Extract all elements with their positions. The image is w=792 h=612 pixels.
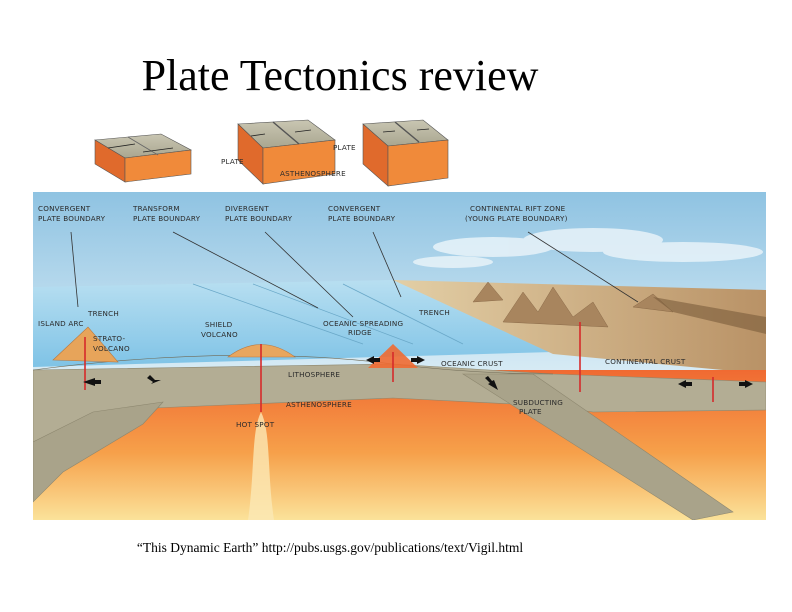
label-continental-crust: CONTINENTAL CRUST	[605, 357, 686, 366]
plate-motion-arrows	[83, 356, 753, 390]
label-oceanic-ridge-b: RIDGE	[348, 328, 372, 337]
label-transform-b: PLATE BOUNDARY	[133, 214, 201, 223]
ocean	[33, 280, 553, 367]
label-strato-volcano-a: STRATO-	[93, 334, 125, 343]
label-rift-b: (YOUNG PLATE BOUNDARY)	[465, 214, 568, 223]
label-trench-right: TRENCH	[418, 308, 450, 317]
label-lithosphere: LITHOSPHERE	[288, 370, 340, 379]
label-strato-volcano-b: VOLCANO	[93, 344, 130, 353]
inset-convergent-block	[362, 119, 449, 187]
label-shield-volcano-a: SHIELD	[205, 320, 233, 329]
label-divergent-a: DIVERGENT	[225, 204, 269, 213]
slide-title: Plate Tectonics review	[141, 51, 539, 100]
plate-tectonics-diagram: PLATE PLATE ASTHENOSPHERE	[33, 112, 766, 520]
label-convergent-2-a: CONVERGENT	[328, 204, 381, 213]
inset-divergent-block: PLATE PLATE ASTHENOSPHERE	[221, 119, 356, 185]
mantle-plume	[248, 412, 274, 520]
label-hot-spot: HOT SPOT	[236, 420, 275, 429]
label-subducting-plate-a: SUBDUCTING	[513, 398, 563, 407]
label-convergent-1-a: CONVERGENT	[38, 204, 91, 213]
label-transform-a: TRANSFORM	[132, 204, 180, 213]
inset-plate-left-label: PLATE	[221, 157, 244, 166]
label-rift-a: CONTINENTAL RIFT ZONE	[470, 204, 566, 213]
label-oceanic-ridge-a: OCEANIC SPREADING	[323, 319, 403, 328]
label-asthenosphere: ASTHENOSPHERE	[286, 400, 352, 409]
mountains	[472, 281, 674, 328]
label-convergent-2-b: PLATE BOUNDARY	[328, 214, 396, 223]
source-caption: “This Dynamic Earth” http://pubs.usgs.go…	[136, 540, 524, 555]
clouds	[413, 228, 763, 268]
label-subducting-plate-b: PLATE	[519, 407, 542, 416]
label-divergent-b: PLATE BOUNDARY	[225, 214, 293, 223]
label-convergent-1-b: PLATE BOUNDARY	[38, 214, 106, 223]
inset-transform-block	[94, 133, 192, 183]
subducting-slab	[461, 373, 734, 520]
label-oceanic-crust: OCEANIC CRUST	[441, 359, 503, 368]
label-trench-left: TRENCH	[87, 309, 119, 318]
inset-plate-right-label: PLATE	[333, 143, 356, 152]
magma-conduits	[84, 322, 714, 412]
rift-valley	[653, 297, 766, 334]
inset-asthenosphere-label: ASTHENOSPHERE	[280, 169, 346, 178]
label-shield-volcano-b: VOLCANO	[201, 330, 238, 339]
label-island-arc: ISLAND ARC	[38, 319, 84, 328]
